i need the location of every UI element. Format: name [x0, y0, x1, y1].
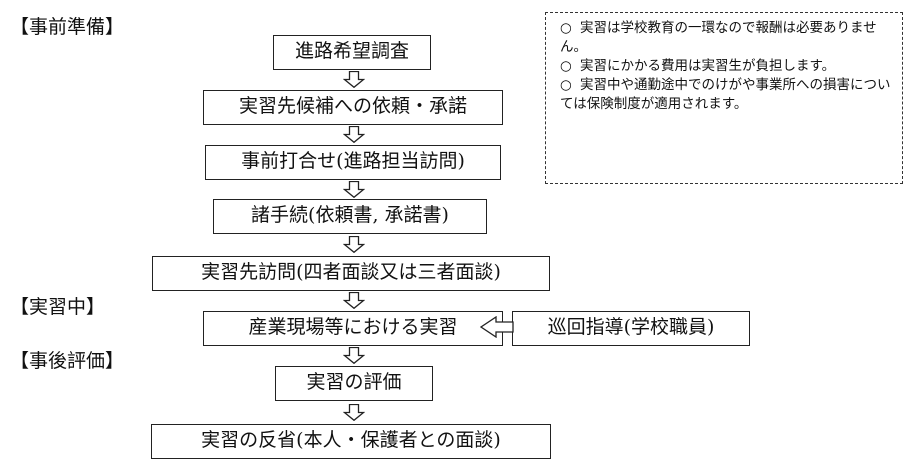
down-arrow-icon — [343, 181, 365, 198]
step-pre-meeting: 事前打合せ(進路担当訪問) — [205, 145, 501, 180]
step-request-acceptance: 実習先候補への依頼・承諾 — [203, 90, 503, 125]
down-arrow-icon — [343, 292, 365, 309]
notes-box: ○実習は学校教育の一環なので報酬は必要ありません。 ○実習にかかる費用は実習生が… — [545, 12, 903, 184]
step-site-visit: 実習先訪問(四者面談又は三者面談) — [152, 256, 550, 291]
step-career-survey: 進路希望調査 — [273, 35, 431, 70]
down-arrow-icon — [343, 347, 365, 364]
section-post-evaluation: 【事後評価】 — [10, 350, 125, 372]
down-arrow-icon — [343, 236, 365, 253]
circle-bullet-icon: ○ — [560, 58, 572, 74]
note-item: ○実習中や通勤途中でのけがや事業所への損害については保険制度が適用されます。 — [560, 77, 891, 112]
down-arrow-icon — [343, 71, 365, 88]
section-pre-preparation: 【事前準備】 — [10, 16, 125, 38]
section-during-internship: 【実習中】 — [10, 296, 106, 318]
circle-bullet-icon: ○ — [560, 77, 572, 93]
left-arrow-icon — [480, 316, 514, 338]
step-onsite-internship: 産業現場等における実習 — [203, 311, 503, 346]
step-procedures: 諸手続(依頼書, 承諾書) — [213, 199, 487, 234]
note-item: ○実習は学校教育の一環なので報酬は必要ありません。 — [560, 20, 877, 55]
note-item: ○実習にかかる費用は実習生が負担します。 — [560, 58, 836, 74]
step-evaluation: 実習の評価 — [275, 366, 433, 401]
circle-bullet-icon: ○ — [560, 20, 572, 36]
step-patrol-guidance: 巡回指導(学校職員) — [512, 311, 750, 346]
down-arrow-icon — [343, 126, 365, 143]
down-arrow-icon — [343, 404, 365, 421]
step-reflection: 実習の反省(本人・保護者との面談) — [151, 424, 551, 459]
